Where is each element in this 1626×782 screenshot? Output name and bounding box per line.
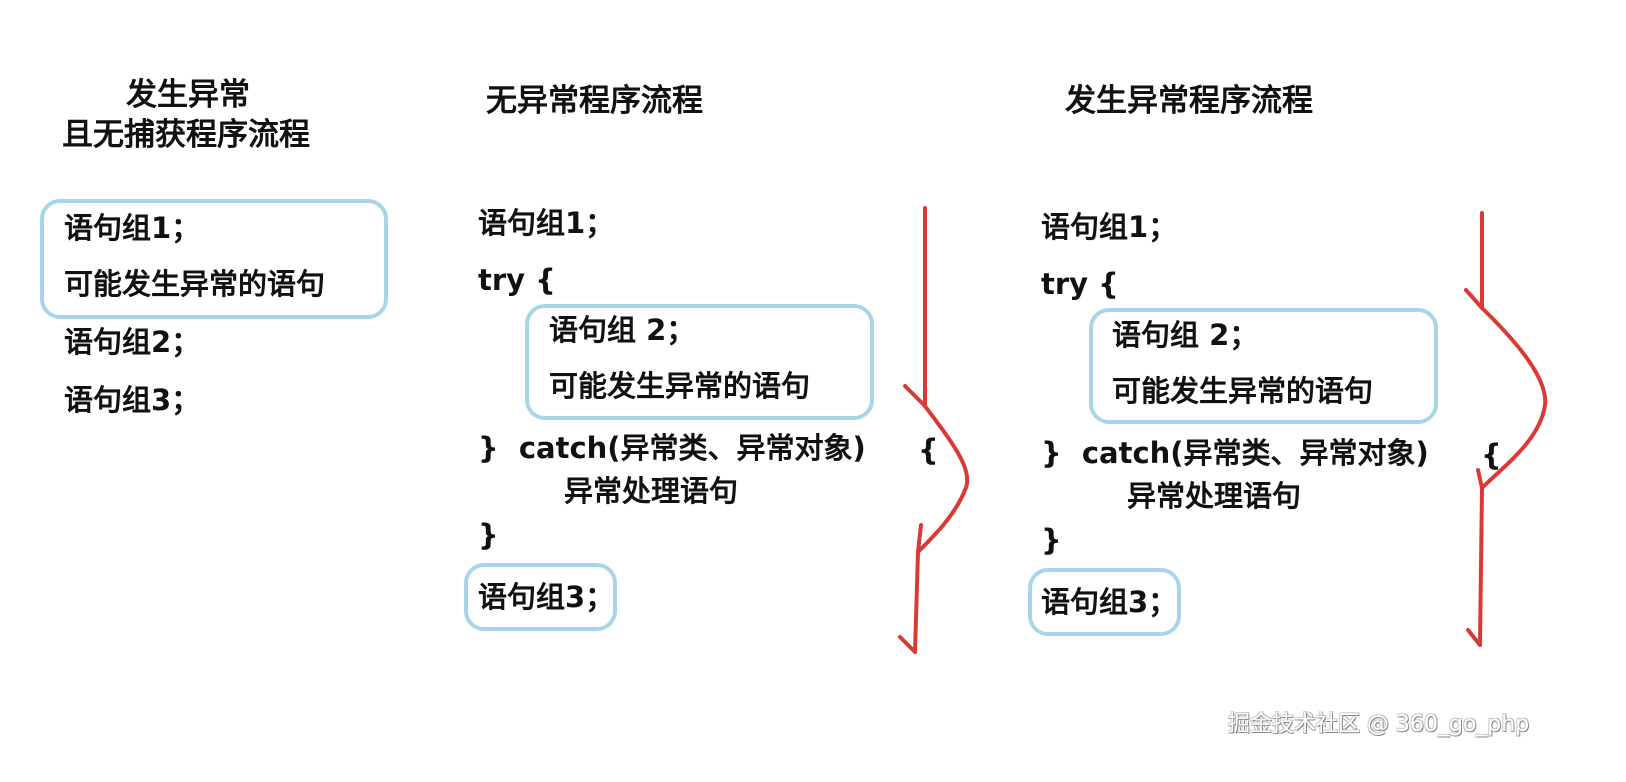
code-line-risky-statement: 可能发生异常的语句	[549, 369, 811, 403]
highlight-box-try-body	[525, 304, 874, 420]
code-line-catch: } catch(异常类、异常对象)	[478, 431, 866, 465]
arrowhead-3	[898, 635, 917, 654]
arrowhead-2	[1476, 468, 1484, 490]
code-line-catch-brace: {	[1481, 438, 1502, 472]
code-line-group2: 语句组 2；	[1112, 318, 1259, 352]
watermark: 掘金技术社区 @ 360_go_php	[1228, 712, 1530, 737]
flow-arrow-no-exception	[898, 206, 970, 654]
code-line-group3: 语句组3；	[64, 383, 201, 417]
arrowhead-1	[1464, 288, 1484, 310]
code-line-catch: } catch(异常类、异常对象)	[1041, 436, 1429, 470]
highlight-box-group3	[1028, 568, 1181, 636]
code-line-try: try {	[478, 263, 556, 297]
code-line-group1: 语句组1；	[1041, 210, 1178, 244]
panel-with-exception-title: 发生异常程序流程	[1065, 83, 1313, 119]
arrowhead-1	[903, 384, 927, 408]
panel-uncaught-title-line2: 且无捕获程序流程	[62, 117, 310, 153]
code-line-group3: 语句组3；	[1041, 585, 1178, 619]
code-line-close-brace: }	[478, 518, 499, 552]
code-line-group1: 语句组1；	[64, 211, 201, 245]
highlight-box-statements	[40, 199, 388, 319]
code-line-group3: 语句组3；	[478, 580, 615, 614]
highlight-box-group3	[464, 563, 617, 631]
flow-arrow-with-exception	[1464, 211, 1548, 647]
flow-line-bottom	[913, 550, 920, 654]
arrowhead-3	[1466, 628, 1482, 647]
code-line-group2: 语句组 2；	[549, 313, 696, 347]
flow-curve	[916, 404, 970, 554]
code-line-group2: 语句组2；	[64, 325, 201, 359]
code-line-risky-statement: 可能发生异常的语句	[64, 267, 326, 301]
code-line-try: try {	[1041, 267, 1119, 301]
code-line-handler: 异常处理语句	[1127, 479, 1302, 513]
panel-uncaught-title-line1: 发生异常	[126, 77, 250, 113]
code-line-risky-statement: 可能发生异常的语句	[1112, 374, 1374, 408]
code-line-catch-brace: {	[918, 433, 939, 467]
panel-no-exception-title: 无异常程序流程	[486, 83, 703, 119]
code-line-handler: 异常处理语句	[564, 474, 739, 508]
flow-line-bottom	[1478, 486, 1484, 647]
highlight-box-try-body	[1089, 308, 1438, 424]
code-line-close-brace: }	[1041, 523, 1062, 557]
code-line-group1: 语句组1；	[478, 206, 615, 240]
arrowhead-2	[916, 523, 923, 554]
